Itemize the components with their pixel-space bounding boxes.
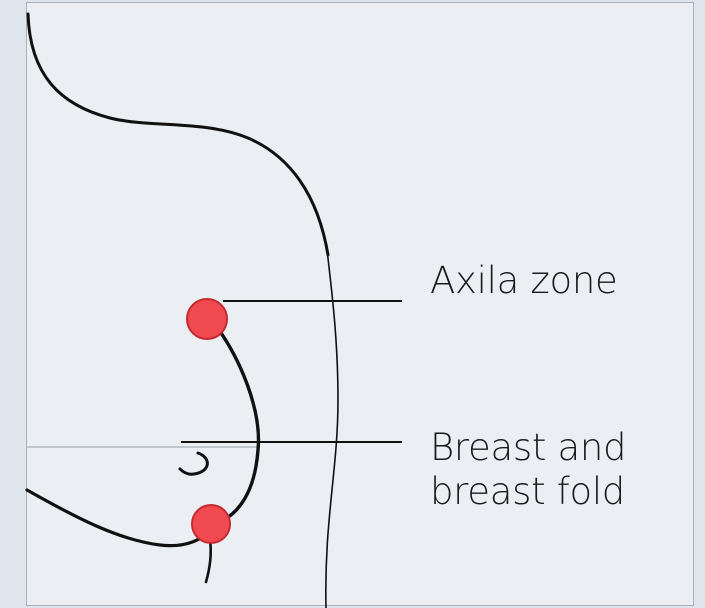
breast-fold-label-line2: breast fold: [430, 470, 626, 514]
breast-fold-label: Breast and breast fold: [430, 426, 626, 514]
back-contour: [326, 250, 338, 608]
shoulder-contour: [28, 14, 328, 255]
breast-contour: [215, 330, 258, 524]
nipple-mark: [180, 453, 207, 474]
axila-zone-label: Axila zone: [430, 259, 617, 303]
breast-fold-label-line1: Breast and: [430, 426, 626, 470]
breast-fold-marker[interactable]: [192, 505, 230, 543]
axila-marker[interactable]: [187, 299, 227, 339]
fold-tail: [206, 540, 211, 582]
breast-fold-contour: [27, 490, 212, 546]
